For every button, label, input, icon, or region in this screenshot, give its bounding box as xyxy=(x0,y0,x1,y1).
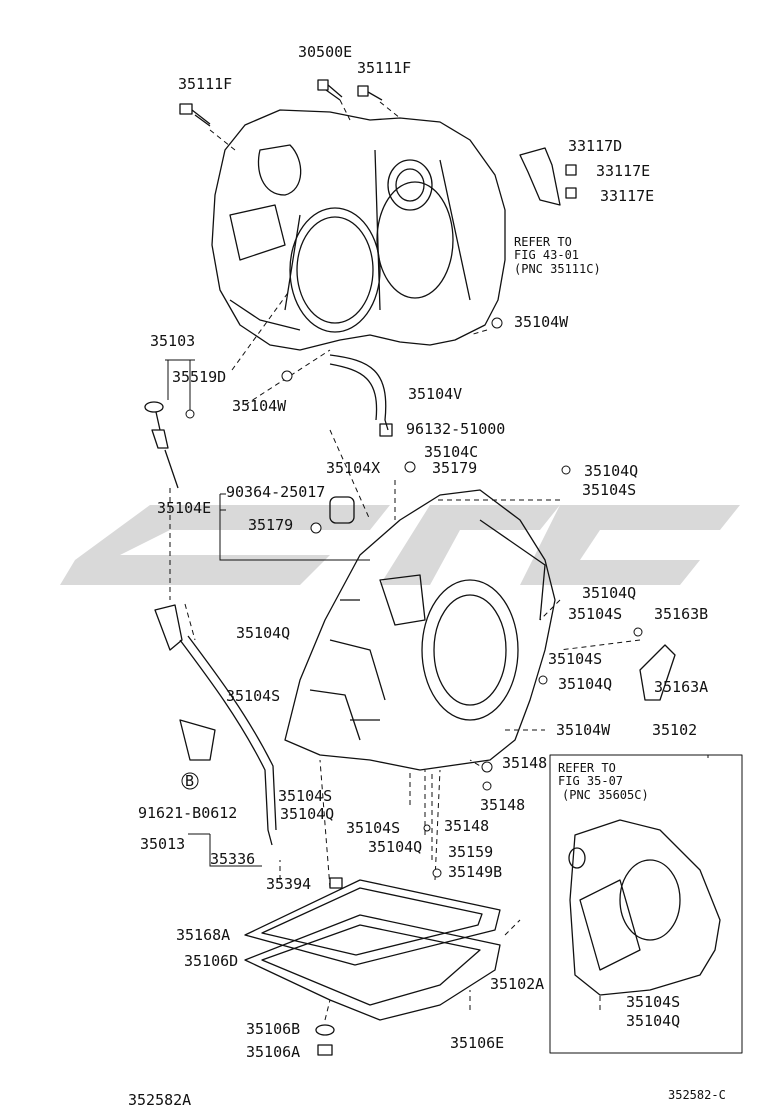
refer-note-2-line2: FIG 35-07 xyxy=(558,774,624,788)
label-35104q-bottom: 35104Q xyxy=(368,838,423,856)
label-35159: 35159 xyxy=(448,843,494,861)
bolt-35111f-right xyxy=(357,85,383,101)
label-35104s-bottom-left: 35104S xyxy=(278,787,333,805)
label-35104q-right: 35104Q xyxy=(558,675,613,693)
label-96132-51000: 96132-51000 xyxy=(406,420,506,438)
label-35104q-mid: 35104Q xyxy=(582,584,637,602)
label-35179-right: 35179 xyxy=(432,459,478,477)
leader-lines xyxy=(165,99,709,1021)
label-35104s-box: 35104S xyxy=(626,993,681,1011)
label-35104s-mid: 35104S xyxy=(568,605,623,623)
label-35104v: 35104V xyxy=(408,385,463,403)
label-35104q-box: 35104Q xyxy=(626,1012,681,1030)
dipstick-35103 xyxy=(144,401,179,489)
watermark-logo xyxy=(60,505,740,585)
label-35336: 35336 xyxy=(210,850,256,868)
label-33117e-2: 33117E xyxy=(600,187,655,205)
label-35103: 35103 xyxy=(150,332,196,350)
label-35106a: 35106A xyxy=(246,1043,301,1061)
refer-note-2-line1: REFER TO xyxy=(558,761,616,775)
transmission-case xyxy=(284,489,556,771)
label-35111f-left: 35111F xyxy=(178,75,233,93)
figure-code-right: 352582-C xyxy=(668,1088,726,1102)
plug-90364 xyxy=(329,496,355,524)
label-35148-2: 35148 xyxy=(480,796,526,814)
label-33117d: 33117D xyxy=(568,137,623,155)
label-35163b: 35163B xyxy=(654,605,709,623)
transaxle-housing xyxy=(211,109,506,351)
bracket-35163a xyxy=(639,644,676,701)
label-35104s-right: 35104S xyxy=(548,650,603,668)
label-35104c: 35104C xyxy=(424,443,479,461)
label-b: B xyxy=(185,772,195,790)
label-35519d: 35519D xyxy=(172,368,227,386)
label-35106d: 35106D xyxy=(184,952,239,970)
label-35104s-bottom: 35104S xyxy=(346,819,401,837)
bolt-30500e xyxy=(317,79,343,101)
label-35013: 35013 xyxy=(140,835,186,853)
label-91621-b0612: 91621-B0612 xyxy=(138,804,238,822)
label-35104e: 35104E xyxy=(157,499,212,517)
gasket-35168a xyxy=(244,879,501,966)
drain-plug xyxy=(315,1024,335,1056)
label-35149b: 35149B xyxy=(448,863,503,881)
label-30500e: 30500E xyxy=(298,43,353,61)
extension-housing-35102 xyxy=(568,819,721,996)
label-35104q-bottom-left: 35104Q xyxy=(280,805,335,823)
oil-pan-35106d xyxy=(244,914,501,1021)
label-35104s-left: 35104S xyxy=(226,687,281,705)
hose-35104v xyxy=(329,354,393,437)
label-35104w-left: 35104W xyxy=(232,397,287,415)
label-35104w-top: 35104W xyxy=(514,313,569,331)
figure-code-left: 352582A xyxy=(128,1091,192,1109)
label-35102: 35102 xyxy=(652,721,698,739)
oil-filler-tube-35013 xyxy=(154,604,277,846)
label-35148-3: 35148 xyxy=(444,817,490,835)
label-35394: 35394 xyxy=(266,875,312,893)
label-35102a: 35102A xyxy=(490,975,545,993)
label-35104x: 35104X xyxy=(326,459,381,477)
label-90364-25017: 90364-25017 xyxy=(226,483,326,501)
label-35104q-left: 35104Q xyxy=(236,624,291,642)
bolt-35111f-left xyxy=(179,103,211,127)
label-35111f-right: 35111F xyxy=(357,59,412,77)
label-35148-1: 35148 xyxy=(502,754,548,772)
label-35179-left: 35179 xyxy=(248,516,294,534)
label-35106b: 35106B xyxy=(246,1020,301,1038)
label-33117e-1: 33117E xyxy=(596,162,651,180)
label-35168a: 35168A xyxy=(176,926,231,944)
refer-note-2-line3: (PNC 35605C) xyxy=(562,788,649,802)
bracket-33117d xyxy=(519,147,577,206)
plug-35394 xyxy=(329,877,343,889)
refer-note-1-line1: REFER TO xyxy=(514,235,572,249)
label-35104w-right: 35104W xyxy=(556,721,611,739)
refer-note-1-line2: FIG 43-01 xyxy=(514,248,580,262)
label-35106e: 35106E xyxy=(450,1034,505,1052)
refer-note-1-line3: (PNC 35111C) xyxy=(514,262,601,276)
label-35163a: 35163A xyxy=(654,678,709,696)
label-35104s-top: 35104S xyxy=(582,481,637,499)
washers xyxy=(181,317,643,878)
label-35104q-top: 35104Q xyxy=(584,462,639,480)
callout-box-35102 xyxy=(549,754,743,1054)
